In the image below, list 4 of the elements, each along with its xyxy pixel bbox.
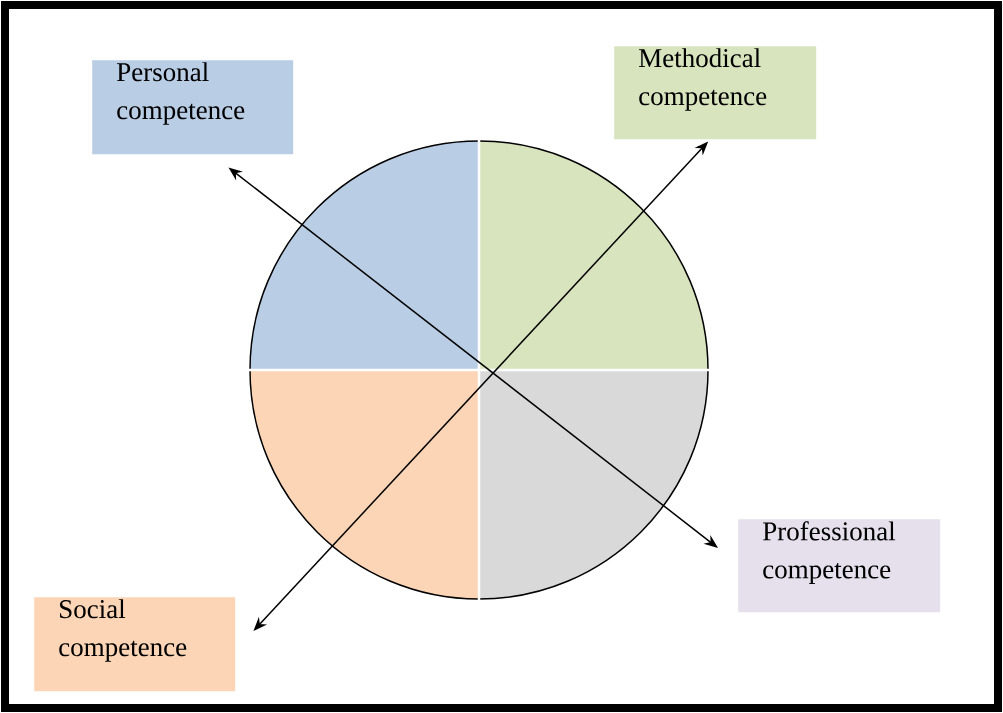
text-box: Professional competence [738, 519, 941, 613]
text-box: Methodical competence [614, 46, 817, 140]
text-box: Social competence [34, 597, 236, 692]
text-box: Personal competence [92, 60, 294, 155]
